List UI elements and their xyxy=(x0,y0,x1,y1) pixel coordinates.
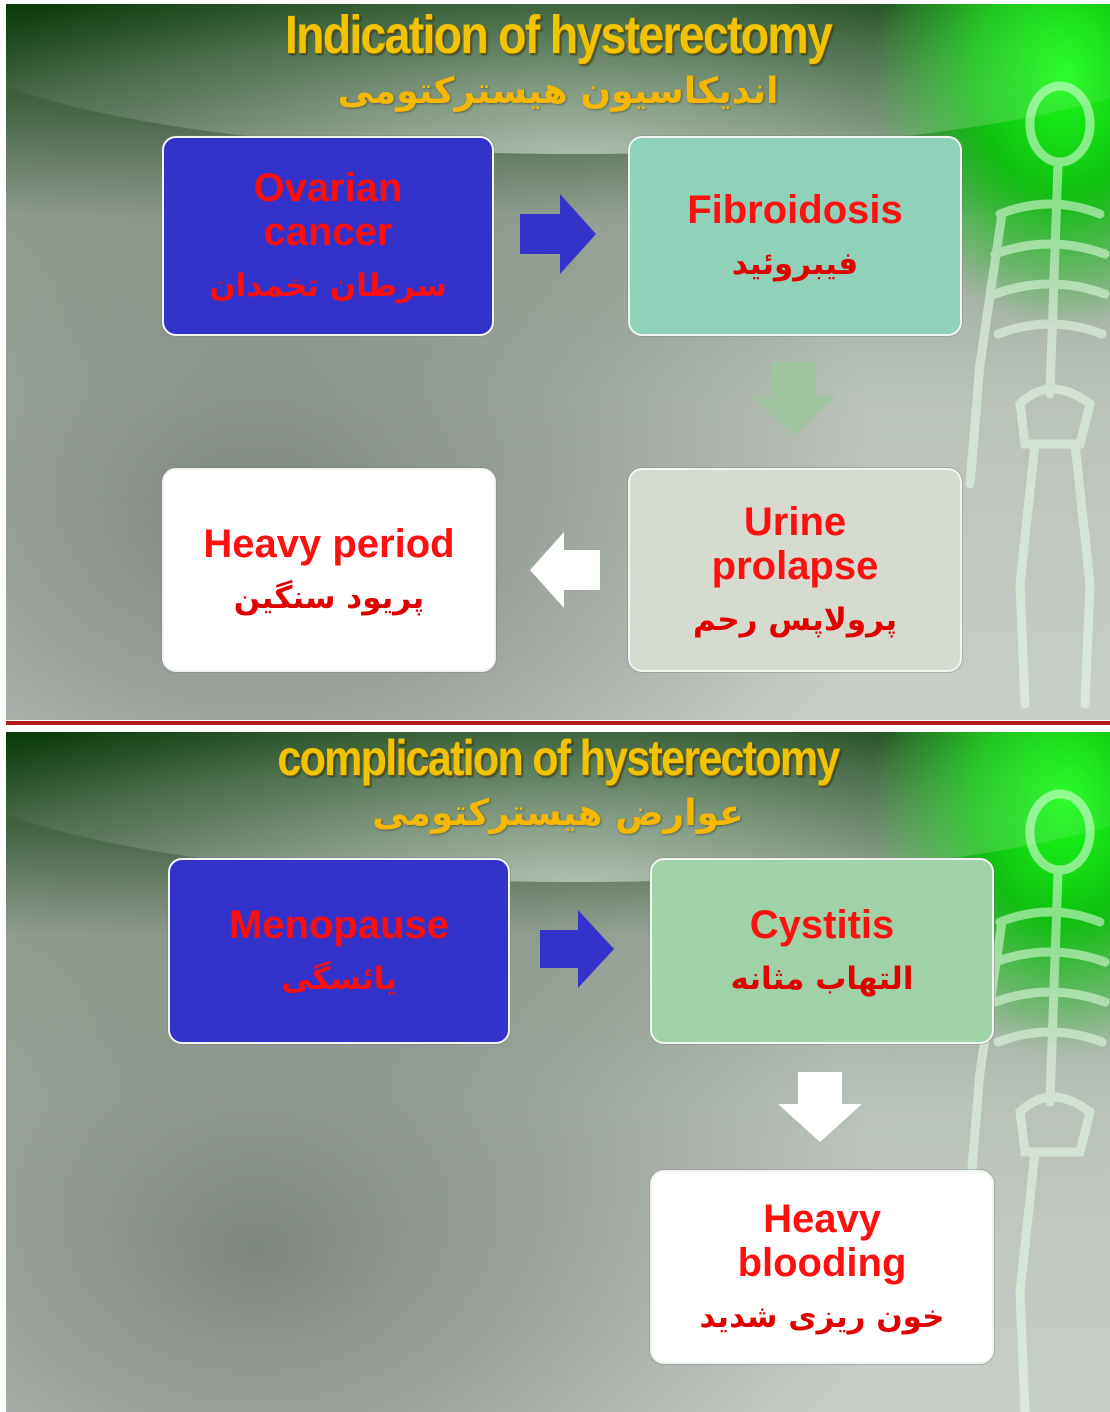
box-label-en: Cystitis xyxy=(750,903,895,947)
arrow-down-icon xyxy=(752,362,836,436)
box-urine-prolapse: Urine prolapse پرولاپس رحم xyxy=(628,468,962,672)
box-label-fa: یائسگی xyxy=(281,959,397,999)
box-label-fa: پرولاپس رحم xyxy=(693,600,897,640)
slide-title: Indication of hysterectomy xyxy=(83,6,1032,64)
box-fibroidosis: Fibroidosis فیبروئید xyxy=(628,136,962,336)
box-label-en: Menopause xyxy=(229,903,449,947)
box-label-fa: فیبروئید xyxy=(732,244,858,284)
box-label-en: Fibroidosis xyxy=(687,188,903,232)
arrow-right-icon xyxy=(540,910,614,988)
box-label-en: Heavy period xyxy=(203,522,454,566)
slide-separator xyxy=(6,721,1110,732)
arrow-left-icon xyxy=(530,532,600,608)
slide-subtitle: اندیکاسیون هیسترکتومی xyxy=(6,70,1110,114)
box-label-fa: سرطان تخمدان xyxy=(209,266,447,306)
box-menopause: Menopause یائسگی xyxy=(168,858,510,1044)
arrow-right-icon xyxy=(520,194,596,274)
skeleton-image xyxy=(940,64,1110,714)
box-label-en: Heavy blooding xyxy=(712,1197,932,1285)
box-heavy-period: Heavy period پریود سنگین xyxy=(162,468,496,672)
box-heavy-blooding: Heavy blooding خون ریزی شدید xyxy=(650,1170,994,1364)
box-label-fa: پریود سنگین xyxy=(234,578,424,618)
slide-complication: complication of hysterectomy عوارض هیستر… xyxy=(6,732,1110,1412)
box-label-fa: خون ریزی شدید xyxy=(700,1297,945,1337)
box-ovarian-cancer: Ovarian cancer سرطان تخمدان xyxy=(162,136,494,336)
arrow-down-icon xyxy=(778,1072,862,1142)
box-label-en: Ovarian cancer xyxy=(218,166,438,254)
slide-subtitle: عوارض هیسترکتومی xyxy=(6,792,1110,836)
box-label-en: Urine prolapse xyxy=(675,500,915,588)
slide-title: complication of hysterectomy xyxy=(83,732,1032,784)
box-cystitis: Cystitis التهاب مثانه xyxy=(650,858,994,1044)
slide-indication: Indication of hysterectomy اندیکاسیون هی… xyxy=(6,4,1110,720)
box-label-fa: التهاب مثانه xyxy=(731,959,914,999)
